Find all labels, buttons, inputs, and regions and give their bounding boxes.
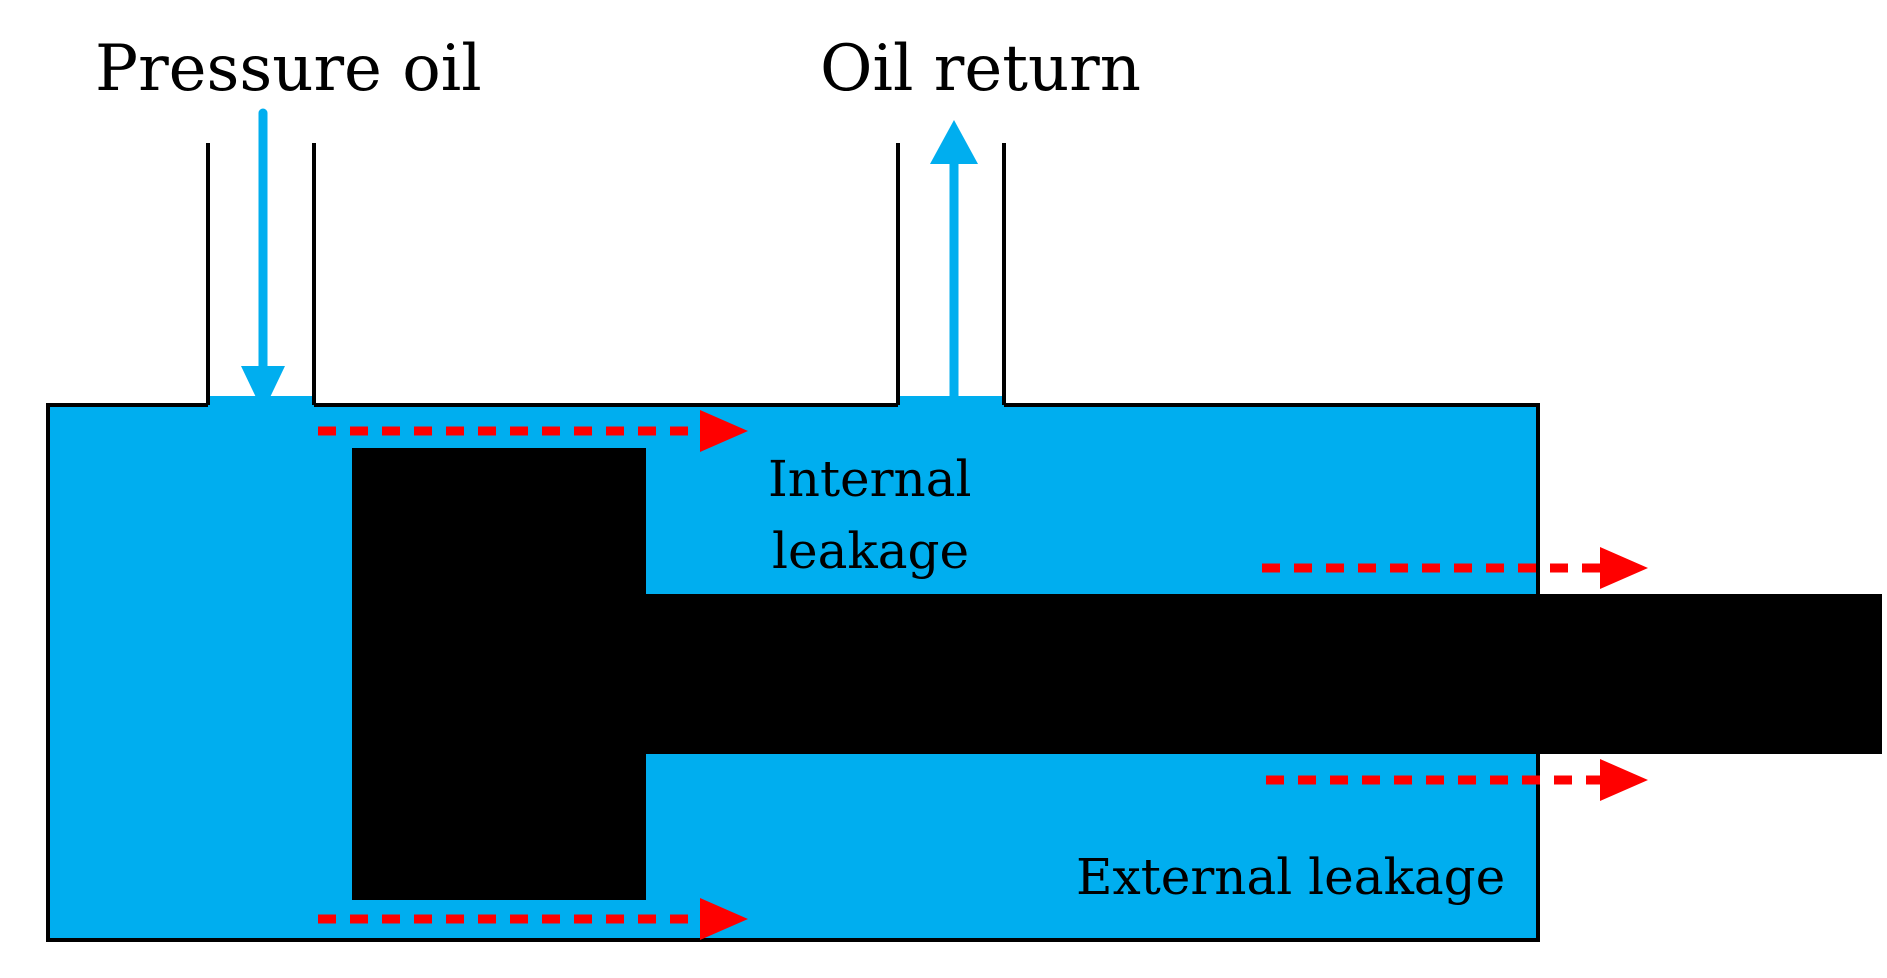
internal-leakage-label-line2: leakage xyxy=(772,522,969,580)
internal-leakage-label-line1: Internal xyxy=(768,450,972,508)
piston-head xyxy=(352,448,646,900)
piston-rod xyxy=(646,594,1882,754)
return-port xyxy=(896,143,1006,410)
pressure-oil-label: Pressure oil xyxy=(95,32,482,106)
external-leakage-arrow-bottom xyxy=(1266,759,1648,801)
internal-leakage-arrow-bottom xyxy=(318,898,748,940)
pressure-oil-arrow xyxy=(241,108,285,412)
external-leakage-arrow-top xyxy=(1262,547,1648,589)
oil-return-label: Oil return xyxy=(820,32,1141,106)
internal-leakage-arrow-top xyxy=(318,410,748,452)
external-leakage-label: External leakage xyxy=(1076,848,1505,906)
oil-return-arrow xyxy=(930,120,978,405)
